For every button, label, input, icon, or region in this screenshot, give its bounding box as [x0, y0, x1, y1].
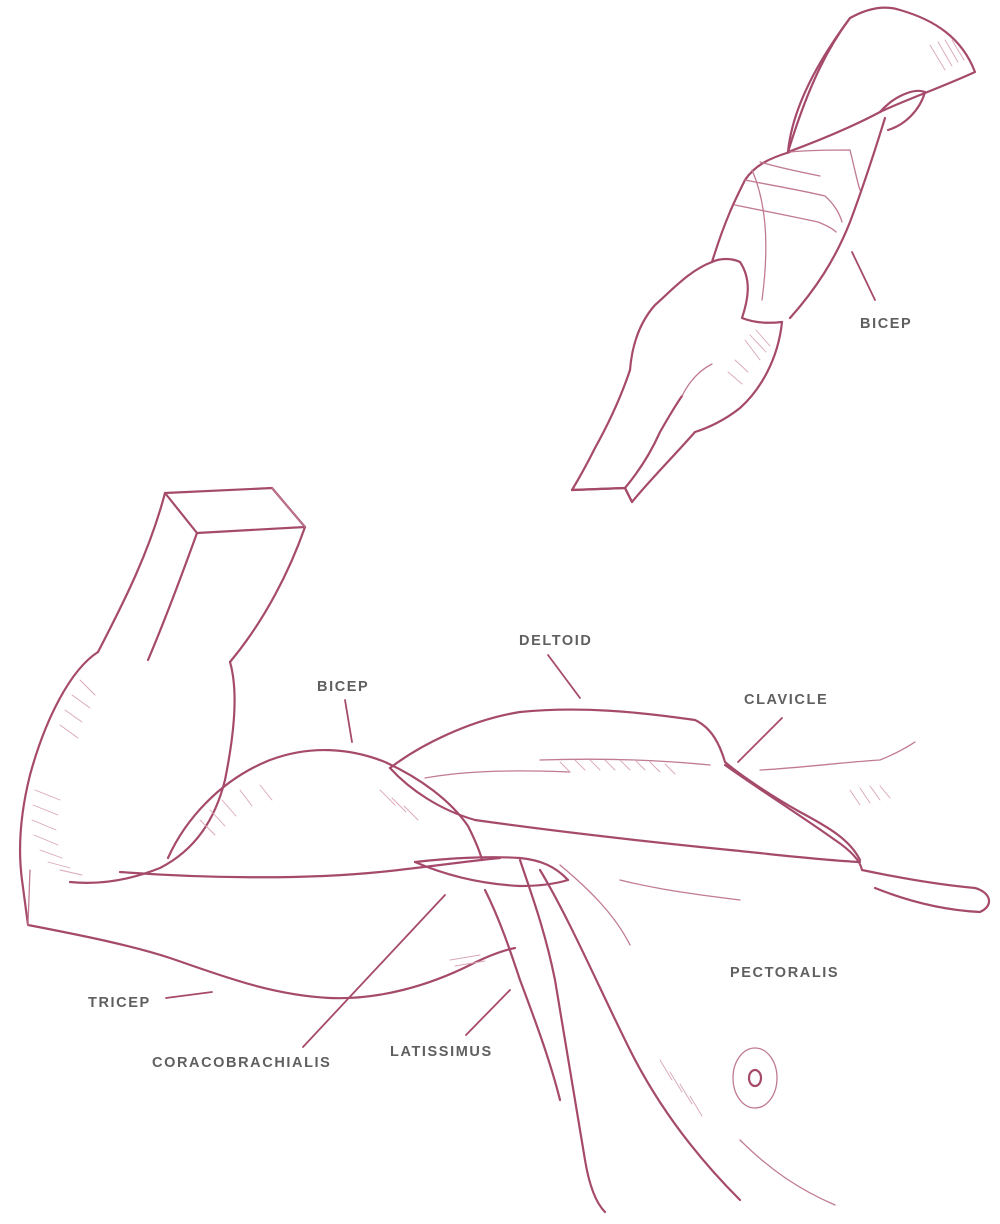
bicep-mass [166, 748, 484, 862]
deltoid-mass [388, 708, 862, 862]
coracobrachialis-mass [413, 860, 570, 888]
latissimus-label: LATISSIMUS [390, 1044, 493, 1060]
upper-arm-drawing [570, 6, 977, 504]
clavicle-label: CLAVICLE [744, 692, 828, 708]
bicep-main-label: BICEP [317, 679, 369, 695]
bicep-top-leader [851, 251, 876, 301]
bicep-main-leader [344, 699, 353, 743]
bicep-top-label: BICEP [860, 316, 912, 332]
tricep-leader [165, 991, 213, 999]
clavicle-leader [737, 717, 783, 763]
coracobrachialis-label: CORACOBRACHIALIS [152, 1055, 331, 1071]
coracobrachialis-leader [302, 894, 446, 1048]
forearm-block [163, 486, 307, 535]
latissimus-leader [465, 989, 511, 1036]
tricep-label: TRICEP [88, 995, 151, 1011]
deltoid-leader [547, 654, 581, 699]
upper-forearm-block [570, 368, 697, 504]
labels: BICEP BICEP DELTOID CLAVICLE PECTORALIS … [88, 316, 912, 1071]
nipple-circle [732, 1047, 778, 1109]
torso-arm-drawing [19, 486, 991, 1214]
clavicle-bone [723, 763, 991, 914]
latissimus-mass [483, 888, 562, 1102]
deltoid-label: DELTOID [519, 633, 593, 649]
upper-shoulder-block [786, 6, 977, 154]
pectoralis-label: PECTORALIS [730, 965, 839, 981]
